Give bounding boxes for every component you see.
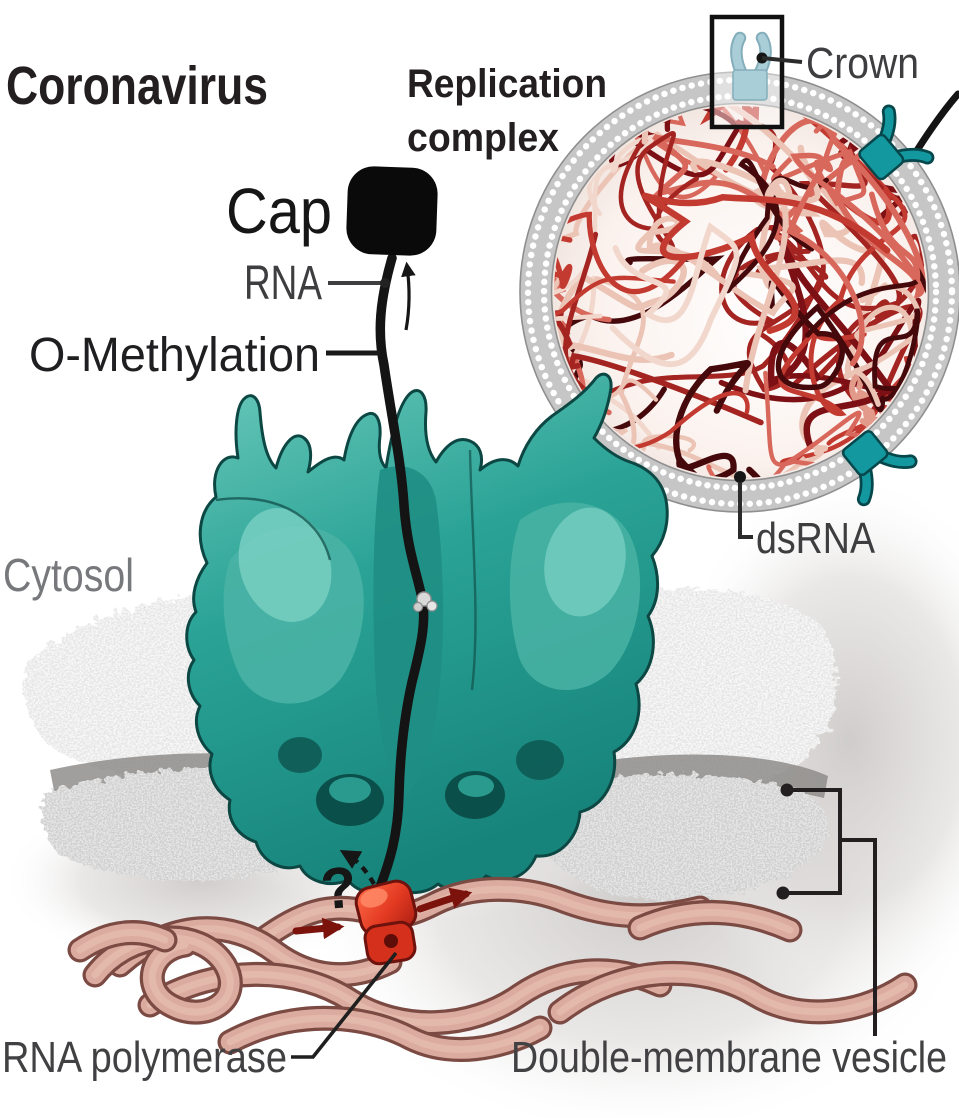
template-rna-strand: [70, 923, 175, 960]
o-methylation-label: O-Methylation: [29, 329, 320, 382]
dsrna-strand: [554, 298, 764, 426]
crown-label: Crown: [806, 39, 919, 88]
template-rna-strand: [636, 908, 794, 934]
unknown-step-arrow: [339, 849, 376, 886]
dsrna-strand: [635, 215, 796, 317]
dsrna-label: dsRNA: [756, 514, 876, 563]
cap-shape: [346, 166, 438, 256]
template-direction-arrow: [292, 917, 345, 940]
template-rna-strand: [630, 903, 800, 940]
template-rna-strand: [146, 967, 664, 1027]
cap-label: Cap: [226, 175, 332, 247]
rna-label: RNA: [244, 257, 322, 310]
template-rna-strand: [140, 961, 670, 1032]
template-rna-strand: [220, 1009, 550, 1059]
figure-title: Coronavirus: [6, 56, 268, 116]
replication-complex-label-line1: Replication: [407, 62, 607, 106]
cytosol-label: Cytosol: [3, 549, 134, 601]
dsrna-strand: [673, 360, 774, 478]
dsrna-strand: [641, 192, 891, 334]
dsrna-leader-dot: [734, 471, 746, 483]
template-rna-strand: [226, 1014, 544, 1053]
nascent-rna-strand: [912, 90, 959, 156]
rna-polymerase-leader-line: [291, 951, 398, 1059]
dsrna-strand: [805, 266, 926, 402]
crown-leader-line: [761, 56, 803, 64]
double-membrane-vesicle-label: Double-membrane vesicle: [511, 1033, 947, 1082]
dsrna-strand: [586, 378, 696, 461]
question-mark-label: ?: [318, 855, 359, 923]
dsrna-strand: [786, 152, 921, 367]
vesicle-inset: [519, 14, 959, 539]
template-rna-strand: [550, 964, 915, 1022]
rna-exit-arrow: [401, 261, 416, 331]
dsrna-strand: [554, 133, 658, 322]
replication-complex-label-line2: complex: [407, 116, 559, 160]
rna-polymerase-shape: [354, 879, 418, 966]
dsrna-strand: [609, 222, 740, 368]
dsrna-leader-line: [738, 483, 753, 539]
template-rna-strand: [556, 969, 909, 1016]
rna-polymerase-label: RNA polymerase: [2, 1033, 287, 1082]
double-membrane-bracket: [776, 783, 877, 1036]
dsrna-strand: [706, 370, 892, 478]
template-rna-strand: [76, 929, 169, 954]
rna-particle: [412, 591, 438, 613]
rna-leader-dot: [380, 278, 390, 288]
dsrna-strand: [641, 106, 821, 394]
product-direction-arrow: [416, 887, 473, 913]
membrane-right-lower: [536, 774, 828, 901]
dsrna-strand: [554, 211, 690, 295]
